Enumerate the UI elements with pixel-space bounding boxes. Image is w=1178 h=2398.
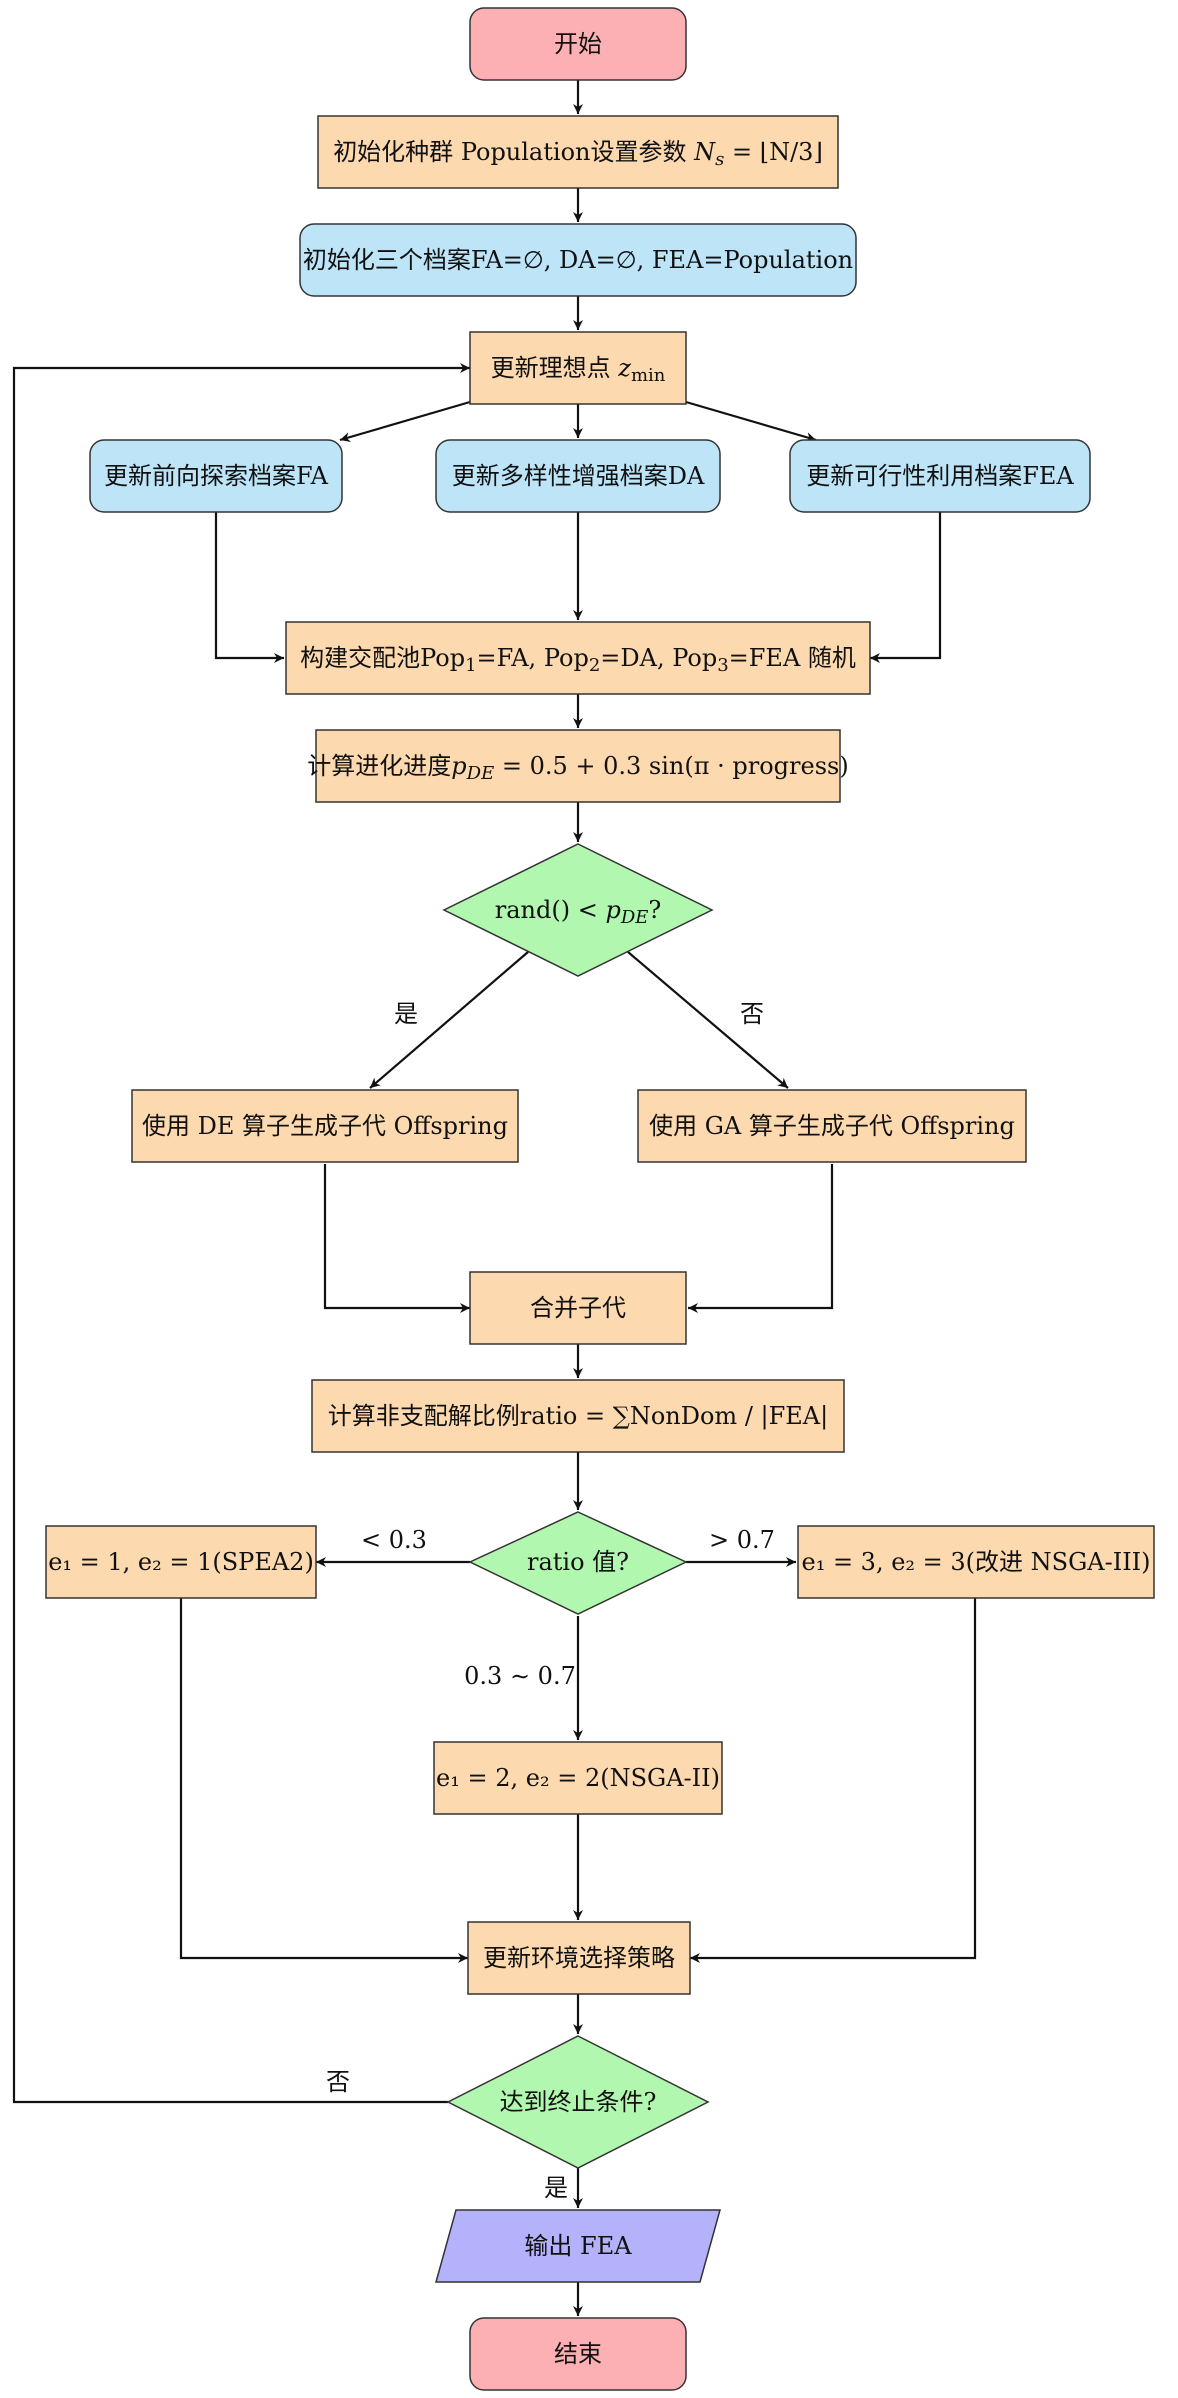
node-ratio-decision: ratio 值? xyxy=(468,1511,688,1615)
edge-fa-pool xyxy=(214,512,284,663)
label-lt: < 0.3 xyxy=(361,1526,427,1554)
node-env-select: 更新环境选择策略 xyxy=(467,1921,691,1995)
decision-rand-label: rand() < pDE? xyxy=(495,896,662,928)
update-da-shape xyxy=(435,439,721,513)
edge-fea-pool xyxy=(870,512,942,663)
node-ratio: 计算非支配解比例ratio = ∑NonDom / |FEA| xyxy=(311,1379,845,1453)
init-archives-label: 初始化三个档案FA=∅, DA=∅, FEA=Population xyxy=(303,246,853,274)
edge-decision-de xyxy=(369,951,529,1089)
label-yes-left: 是 xyxy=(394,1000,418,1028)
mating-pool-shape xyxy=(285,621,871,695)
node-output: 输出 FEA xyxy=(435,2209,721,2283)
ga-offspring-shape xyxy=(637,1089,1027,1163)
node-nsga3: e₁ = 3, e₂ = 3(改进 NSGA-III) xyxy=(797,1525,1155,1599)
mating-pool-label: 构建交配池Pop1=FA, Pop2=DA, Pop3=FEA 随机 xyxy=(300,644,856,676)
edge-ideal-fea xyxy=(685,400,817,442)
end-label: 结束 xyxy=(554,2340,602,2368)
de-offspring-label: 使用 DE 算子生成子代 Offspring xyxy=(142,1112,508,1140)
start-label: 开始 xyxy=(554,30,602,58)
node-init-pop: 初始化种群 Population设置参数 Ns = ⌊N/3⌋ xyxy=(317,115,839,189)
env-select-label: 更新环境选择策略 xyxy=(483,1944,675,1972)
node-init-archives: 初始化三个档案FA=∅, DA=∅, FEA=Population xyxy=(299,223,857,297)
init-archives-shape xyxy=(299,223,857,297)
node-start: 开始 xyxy=(469,7,687,81)
update-ideal-label: 更新理想点 zmin xyxy=(491,354,666,386)
update-fea-shape xyxy=(789,439,1091,513)
label-mid: 0.3 ∼ 0.7 xyxy=(464,1662,576,1690)
ratio-shape xyxy=(311,1379,845,1453)
spea2-shape xyxy=(45,1525,317,1599)
node-terminate: 达到终止条件? xyxy=(446,2035,710,2169)
output-label: 输出 FEA xyxy=(524,2232,632,2260)
update-ideal-shape xyxy=(469,331,687,405)
node-ga-offspring: 使用 GA 算子生成子代 Offspring xyxy=(637,1089,1027,1163)
update-fa-label: 更新前向探索档案FA xyxy=(104,462,329,490)
edge-ideal-fa xyxy=(339,400,471,442)
node-end: 结束 xyxy=(469,2317,687,2391)
env-select-shape xyxy=(467,1921,691,1995)
edge-spea2-env xyxy=(179,1598,468,1963)
progress-shape xyxy=(315,729,841,803)
node-nsga2: e₁ = 2, e₂ = 2(NSGA-II) xyxy=(433,1741,723,1815)
de-offspring-shape xyxy=(131,1089,519,1163)
nsga2-shape xyxy=(433,1741,723,1815)
decision-rand-shape xyxy=(442,843,714,977)
node-merge: 合并子代 xyxy=(469,1271,687,1345)
ratio-decision-shape xyxy=(468,1511,688,1615)
label-no-right: 否 xyxy=(740,1000,764,1028)
edge-ga-merge xyxy=(688,1164,834,1313)
spea2-label: e₁ = 1, e₂ = 1(SPEA2) xyxy=(48,1548,314,1576)
terminate-shape xyxy=(446,2035,710,2169)
merge-shape xyxy=(469,1271,687,1345)
edge-nsga3-env xyxy=(690,1598,977,1963)
output-shape xyxy=(435,2209,721,2283)
update-fea-label: 更新可行性利用档案FEA xyxy=(806,462,1074,490)
init-pop-shape xyxy=(317,115,839,189)
node-update-ideal: 更新理想点 zmin xyxy=(469,331,687,405)
ga-offspring-label: 使用 GA 算子生成子代 Offspring xyxy=(649,1112,1015,1140)
node-decision-rand: rand() < pDE? xyxy=(442,843,714,977)
update-da-label: 更新多样性增强档案DA xyxy=(452,462,705,490)
node-progress: 计算进化进度pDE = 0.5 + 0.3 sin(π · progress) xyxy=(307,729,849,803)
node-spea2: e₁ = 1, e₂ = 1(SPEA2) xyxy=(45,1525,317,1599)
init-pop-label: 初始化种群 Population设置参数 Ns = ⌊N/3⌋ xyxy=(333,138,823,170)
node-update-da: 更新多样性增强档案DA xyxy=(435,439,721,513)
edge-terminate-loop xyxy=(12,363,470,2104)
label-gt: > 0.7 xyxy=(709,1526,775,1554)
node-mating-pool: 构建交配池Pop1=FA, Pop2=DA, Pop3=FEA 随机 xyxy=(285,621,871,695)
edges xyxy=(12,80,977,2316)
node-de-offspring: 使用 DE 算子生成子代 Offspring xyxy=(131,1089,519,1163)
update-fa-shape xyxy=(89,439,343,513)
start-shape xyxy=(469,7,687,81)
terminate-label: 达到终止条件? xyxy=(500,2088,657,2116)
label-done-yes: 是 xyxy=(544,2174,568,2202)
merge-label: 合并子代 xyxy=(530,1294,626,1322)
ratio-decision-label: ratio 值? xyxy=(527,1548,629,1576)
end-shape xyxy=(469,2317,687,2391)
progress-label: 计算进化进度pDE = 0.5 + 0.3 sin(π · progress) xyxy=(307,752,848,784)
label-loop-no: 否 xyxy=(326,2068,350,2096)
node-update-fea: 更新可行性利用档案FEA xyxy=(789,439,1091,513)
edge-labels: 是 否 < 0.3 > 0.7 0.3 ∼ 0.7 否 是 xyxy=(326,1000,775,2202)
nsga3-shape xyxy=(797,1525,1155,1599)
nsga3-label: e₁ = 3, e₂ = 3(改进 NSGA-III) xyxy=(801,1548,1150,1576)
edge-decision-ga xyxy=(627,951,789,1089)
edge-de-merge xyxy=(323,1164,470,1313)
node-update-fa: 更新前向探索档案FA xyxy=(89,439,343,513)
ratio-label: 计算非支配解比例ratio = ∑NonDom / |FEA| xyxy=(328,1402,828,1431)
nsga2-label: e₁ = 2, e₂ = 2(NSGA-II) xyxy=(436,1764,720,1792)
